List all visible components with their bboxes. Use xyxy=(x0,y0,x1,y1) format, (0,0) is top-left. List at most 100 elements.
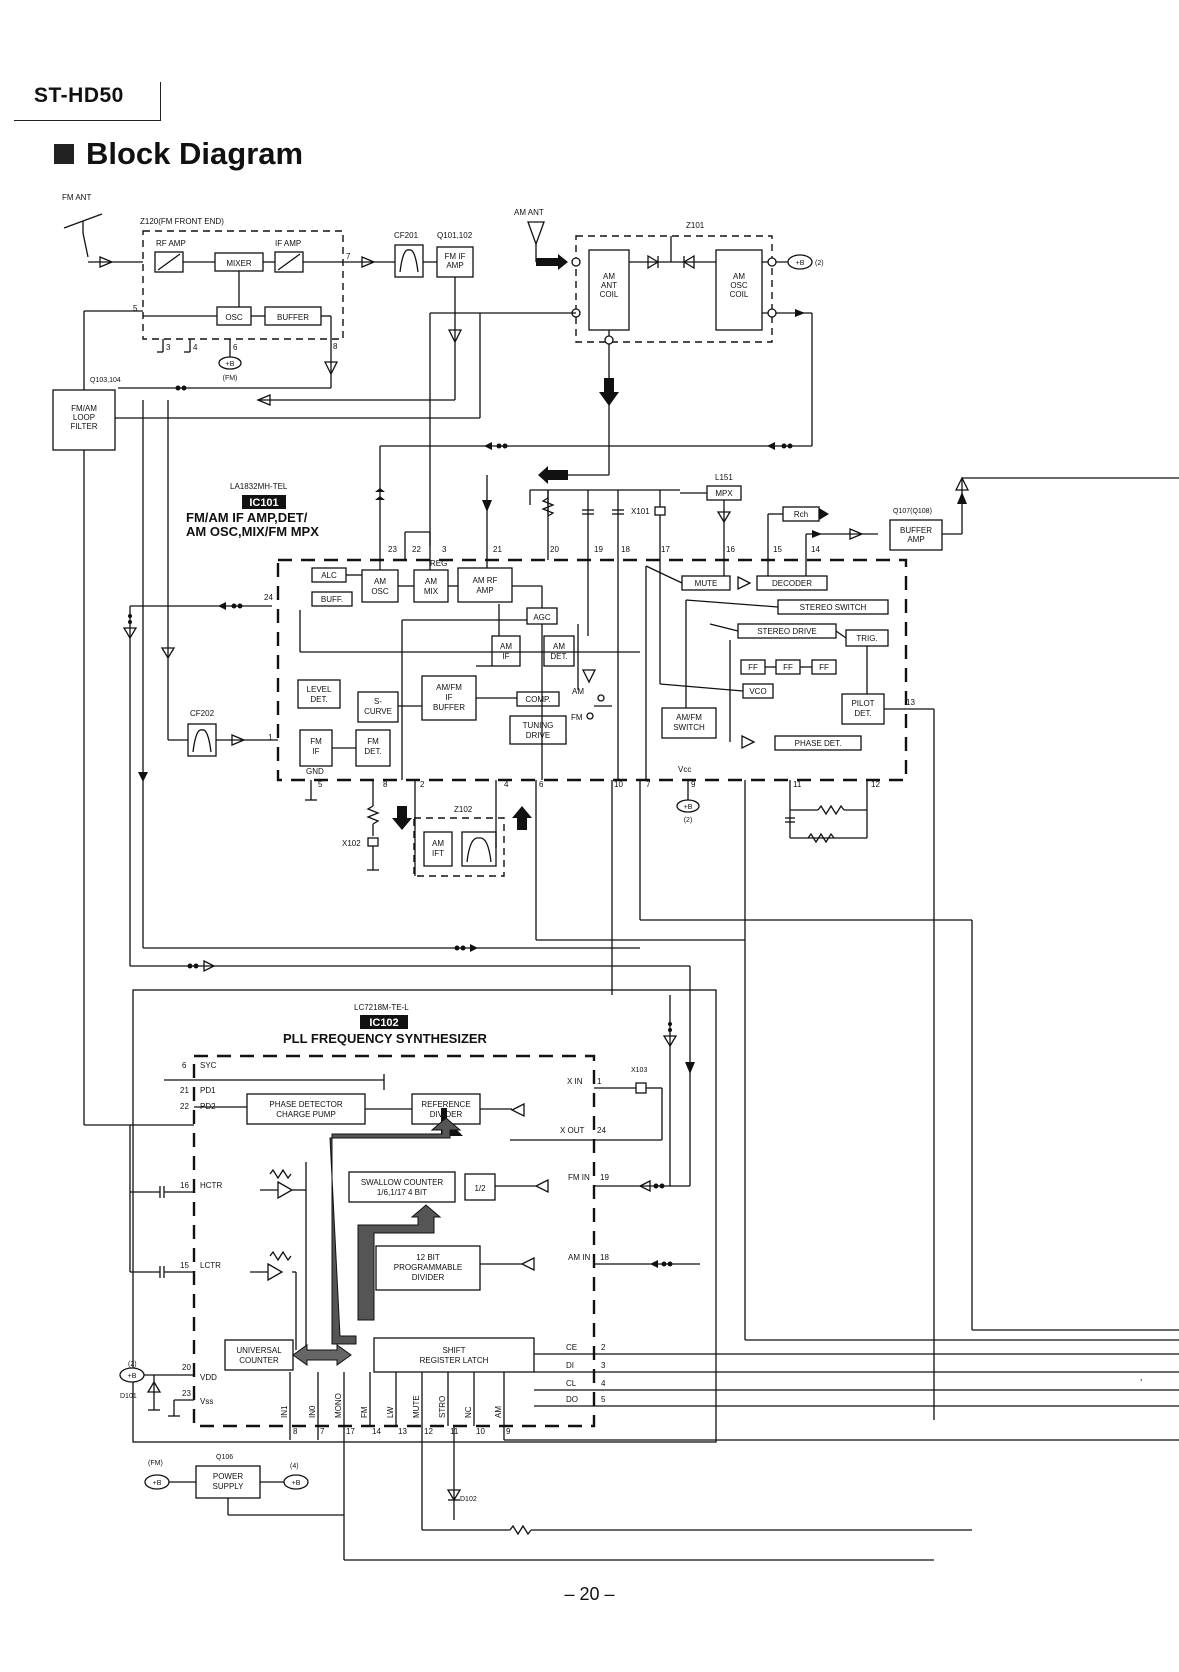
svg-text:DET.: DET. xyxy=(310,695,327,704)
z102-frame xyxy=(413,817,505,877)
svg-text:LCTR: LCTR xyxy=(200,1261,221,1270)
z120-frame xyxy=(142,230,344,340)
svg-text:AM: AM xyxy=(500,642,512,651)
square-bullet-icon xyxy=(54,144,74,164)
svg-text:8: 8 xyxy=(333,342,338,351)
fm-antenna-icon xyxy=(63,213,103,258)
svg-text:FM/AM: FM/AM xyxy=(71,404,97,413)
svg-text:1: 1 xyxy=(268,733,273,742)
cf201-label: CF201 xyxy=(394,231,419,240)
svg-text:PHASE DET.: PHASE DET. xyxy=(795,739,842,748)
svg-text:COIL: COIL xyxy=(600,290,619,299)
svg-text:D101: D101 xyxy=(120,1393,137,1400)
ic101: LA1832MH-TEL IC101 FM/AM IF AMP,DET/ AM … xyxy=(122,400,1179,1420)
svg-text:X103: X103 xyxy=(631,1067,647,1074)
svg-text:2: 2 xyxy=(601,1343,606,1352)
rf-amp-label: RF AMP xyxy=(156,239,186,248)
svg-text:8: 8 xyxy=(293,1427,298,1436)
svg-text:12: 12 xyxy=(871,780,880,789)
svg-text:D102: D102 xyxy=(460,1496,477,1503)
svg-text:(2): (2) xyxy=(128,1361,137,1368)
svg-text:FM: FM xyxy=(367,737,379,746)
svg-text:COUNTER: COUNTER xyxy=(239,1356,279,1365)
ic102-badge: IC102 xyxy=(369,1017,398,1029)
svg-text:DET.: DET. xyxy=(364,747,381,756)
svg-text:15: 15 xyxy=(773,545,782,554)
svg-text:REG: REG xyxy=(430,559,447,568)
cf202-label: CF202 xyxy=(190,709,215,718)
svg-text:TRIG.: TRIG. xyxy=(856,634,877,643)
fm-if-amp-label: FM IF xyxy=(445,252,466,261)
q103-label: Q103,104 xyxy=(90,377,121,384)
svg-text:12: 12 xyxy=(424,1427,433,1436)
svg-text:OSC: OSC xyxy=(730,281,748,290)
page-heading: Block Diagram xyxy=(54,136,303,172)
svg-text:TUNING: TUNING xyxy=(523,721,554,730)
fm-plus-b: +B xyxy=(226,361,235,368)
svg-text:7: 7 xyxy=(320,1427,325,1436)
svg-text:Rch: Rch xyxy=(794,510,808,519)
svg-text:BUFFER: BUFFER xyxy=(433,703,465,712)
svg-text:13: 13 xyxy=(398,1427,407,1436)
svg-text:10: 10 xyxy=(614,780,623,789)
svg-text:CL: CL xyxy=(566,1379,577,1388)
svg-text:+B: +B xyxy=(796,260,805,267)
svg-text:IF: IF xyxy=(445,693,452,702)
svg-text:8: 8 xyxy=(383,780,388,789)
mixer-label: MIXER xyxy=(226,259,252,268)
svg-text:FM IN: FM IN xyxy=(568,1173,590,1182)
svg-text:20: 20 xyxy=(182,1363,191,1372)
ic102: LC7218M-TE-L IC102 PLL FREQUENCY SYNTHES… xyxy=(119,966,1179,1561)
svg-text:PD1: PD1 xyxy=(200,1086,216,1095)
q107-label: Q107(Q108) xyxy=(893,508,932,515)
svg-text:14: 14 xyxy=(811,545,820,554)
svg-text:AM: AM xyxy=(374,577,386,586)
svg-text:AM IN: AM IN xyxy=(568,1253,590,1262)
svg-text:MPX: MPX xyxy=(715,489,733,498)
svg-text:13: 13 xyxy=(906,698,915,707)
svg-text:DI: DI xyxy=(566,1361,574,1370)
ic102-pin-label: IN0 xyxy=(308,1405,317,1418)
am-osc-coil-label: AM xyxy=(733,272,745,281)
osc-label: OSC xyxy=(225,313,243,322)
header-rule-vertical xyxy=(160,82,161,121)
svg-text:PHASE DETECTOR: PHASE DETECTOR xyxy=(269,1100,342,1109)
svg-text:X IN: X IN xyxy=(567,1077,583,1086)
svg-text:20: 20 xyxy=(550,545,559,554)
svg-text:S-: S- xyxy=(374,697,382,706)
svg-text:MIX: MIX xyxy=(424,587,439,596)
ic102-outer-frame xyxy=(132,989,717,1443)
svg-text:REGISTER LATCH: REGISTER LATCH xyxy=(420,1356,489,1365)
svg-text:DET.: DET. xyxy=(854,709,871,718)
svg-text:OSC: OSC xyxy=(371,587,389,596)
svg-text:4: 4 xyxy=(601,1379,606,1388)
svg-text:Z102: Z102 xyxy=(454,805,473,814)
ic101-part: LA1832MH-TEL xyxy=(230,482,288,491)
fm-front-end: FM ANT Z120(FM FRONT END) RF AMP MIXER I… xyxy=(62,193,474,406)
svg-text:+B: +B xyxy=(684,804,693,811)
model-number: ST-HD50 xyxy=(34,84,124,107)
svg-text:AM/FM: AM/FM xyxy=(676,713,702,722)
svg-text:AM: AM xyxy=(432,839,444,848)
svg-text:23: 23 xyxy=(388,545,397,554)
svg-text:AM: AM xyxy=(572,687,584,696)
svg-text:DO: DO xyxy=(566,1395,578,1404)
svg-text:5: 5 xyxy=(601,1395,606,1404)
svg-text:18: 18 xyxy=(621,545,630,554)
fm-if-amp-box xyxy=(436,246,474,278)
svg-text:Vcc: Vcc xyxy=(678,765,691,774)
svg-text:22: 22 xyxy=(180,1102,189,1111)
page-number: – 20 – xyxy=(564,1584,615,1604)
svg-text:POWER: POWER xyxy=(213,1472,243,1481)
svg-text:4: 4 xyxy=(504,780,509,789)
svg-text:AM RF: AM RF xyxy=(473,576,498,585)
svg-text:AMP: AMP xyxy=(476,586,493,595)
svg-text:5: 5 xyxy=(318,780,323,789)
svg-text:DET.: DET. xyxy=(550,652,567,661)
ic102-pin-label: IN1 xyxy=(280,1405,289,1418)
svg-text:14: 14 xyxy=(372,1427,381,1436)
svg-text:6: 6 xyxy=(233,343,238,352)
svg-text:CE: CE xyxy=(566,1343,577,1352)
svg-text:2: 2 xyxy=(420,780,425,789)
svg-text:24: 24 xyxy=(264,593,273,602)
